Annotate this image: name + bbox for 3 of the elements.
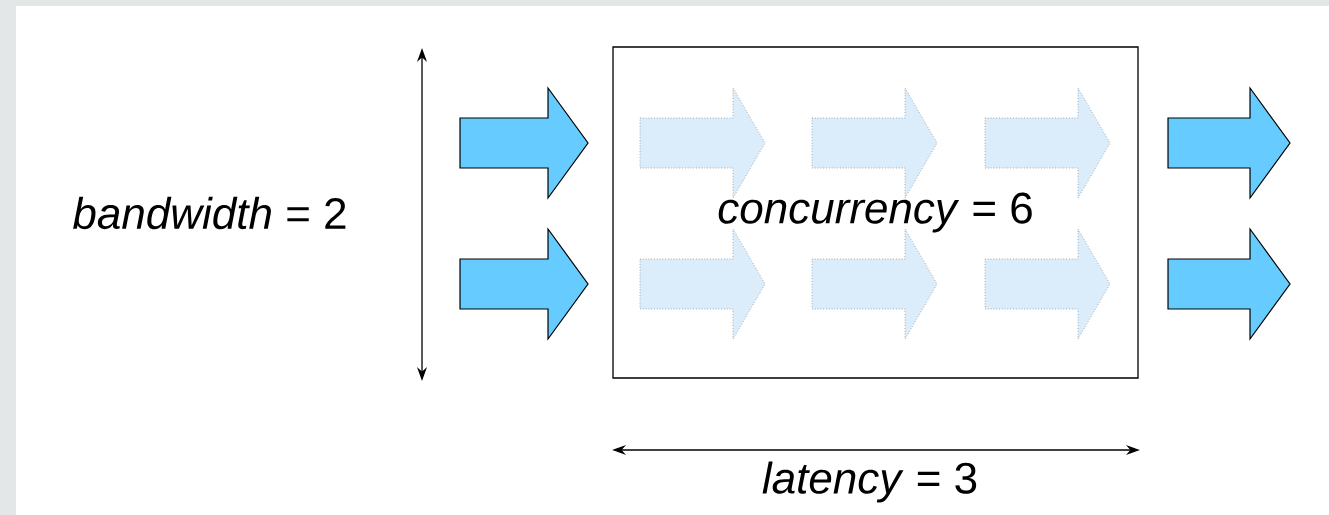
dimension-label: bandwidth = 2 — [73, 196, 346, 230]
dimension-label: latency = 3 — [762, 461, 977, 503]
concurrency-box: concurrency = 6 — [612, 46, 1139, 379]
